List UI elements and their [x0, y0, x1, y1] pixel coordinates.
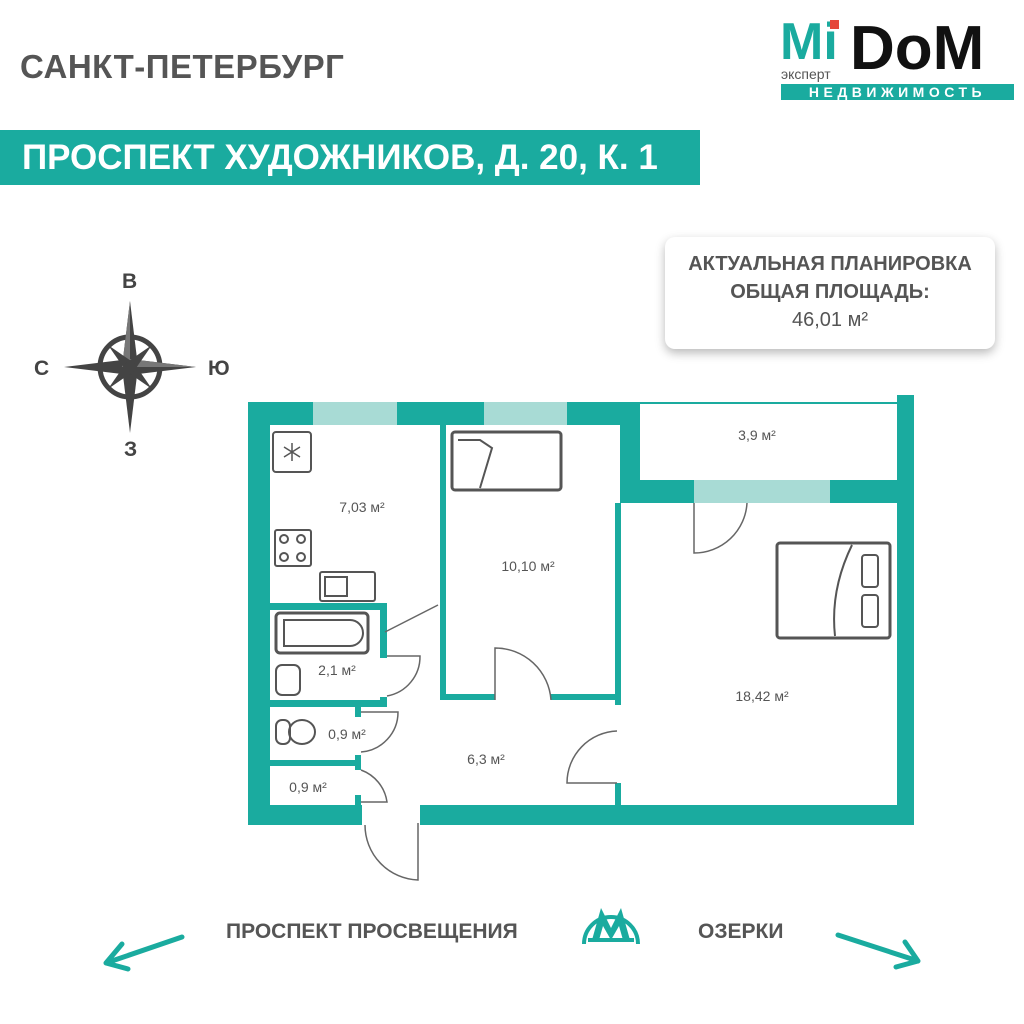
area-hallway: 6,3 м² [467, 751, 505, 767]
single-bed-icon [450, 430, 563, 492]
fridge-icon [272, 431, 312, 473]
area-balcony: 3,9 м² [738, 427, 776, 443]
logo-dot [830, 20, 839, 29]
area-closet: 0,9 м² [289, 779, 327, 795]
windows [313, 402, 830, 503]
info-line2: ОБЩАЯ ПЛОЩАДЬ: [730, 281, 930, 303]
area-bedroom-small: 10,10 м² [501, 558, 555, 574]
toilet-icon [275, 719, 291, 745]
metro-logo-icon [582, 908, 640, 945]
compass-north-label: В [122, 270, 138, 293]
sink-icon [319, 571, 376, 602]
address-title: ПРОСПЕКТ ХУДОЖНИКОВ, Д. 20, К. 1 [22, 138, 658, 177]
snowflake-icon [283, 443, 301, 461]
balcony-door [694, 480, 747, 503]
washbasin-icon [275, 664, 301, 696]
compass-west-label: С [34, 357, 50, 380]
window-balcony [747, 480, 830, 503]
door-swings [360, 502, 748, 881]
furniture [272, 430, 892, 745]
logo-realty: НЕДВИЖИМОСТЬ [781, 84, 1014, 100]
double-bed-icon [775, 541, 892, 640]
logo-mi: Mi [780, 13, 838, 71]
compass-rose-icon [64, 301, 196, 433]
bathtub-icon [274, 611, 370, 655]
walls [248, 395, 914, 825]
window-bedroom-small [484, 402, 567, 425]
metro-station-left: ПРОСПЕКТ ПРОСВЕЩЕНИЯ [226, 920, 518, 943]
compass-east-label: Ю [208, 357, 230, 380]
area-info-box: АКТУАЛЬНАЯ ПЛАНИРОВКА ОБЩАЯ ПЛОЩАДЬ: 46,… [665, 237, 995, 349]
arrow-left-icon [103, 934, 185, 972]
area-kitchen: 7,03 м² [339, 499, 385, 515]
stove-icon [274, 529, 312, 567]
logo-expert: эксперт [781, 66, 831, 82]
midom-logo: Mi DoM эксперт НЕДВИЖИМОСТЬ [778, 13, 1018, 102]
area-bedroom-large: 18,42 м² [735, 688, 789, 704]
window-kitchen [313, 402, 397, 425]
area-toilet: 0,9 м² [328, 726, 366, 742]
area-bathroom: 2,1 м² [318, 662, 356, 678]
compass-south-label: З [124, 438, 138, 461]
logo-dom: DoM [850, 14, 985, 83]
city-title: САНКТ-ПЕТЕРБУРГ [20, 48, 345, 85]
address-bar [0, 130, 700, 185]
arrow-right-icon [835, 932, 921, 970]
info-total-area: 46,01 м² [791, 309, 868, 331]
info-line1: АКТУАЛЬНАЯ ПЛАНИРОВКА [688, 253, 972, 275]
metro-station-right: ОЗЕРКИ [698, 920, 784, 943]
